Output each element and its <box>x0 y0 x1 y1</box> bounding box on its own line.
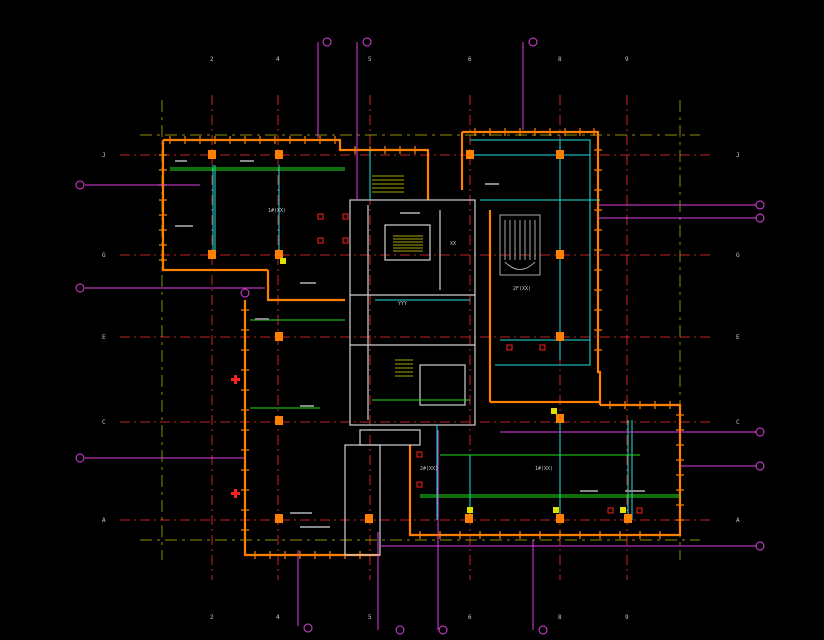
col-label-top: 9 <box>625 56 629 63</box>
room-label: XX <box>450 241 456 247</box>
wall-ticks <box>159 128 684 559</box>
row-label-left: G <box>102 252 106 259</box>
row-label-right: E <box>736 334 740 341</box>
right-stair <box>499 214 541 276</box>
piping <box>212 150 633 520</box>
col-label-top: 5 <box>368 56 372 63</box>
col-label-top: 4 <box>276 56 280 63</box>
row-label-right: J <box>736 152 740 159</box>
callout-bubbles <box>75 37 765 635</box>
col-label-bottom: 9 <box>625 614 629 621</box>
room-label: YYY <box>398 301 407 307</box>
row-label-right: G <box>736 252 740 259</box>
room-label: 2F(XX) <box>513 286 531 292</box>
annotation-text <box>175 160 645 528</box>
row-label-right: A <box>736 517 740 524</box>
room-label: 2#(XX) <box>420 466 438 472</box>
col-label-bottom: 5 <box>368 614 372 621</box>
room-label: 1#(XX) <box>535 466 553 472</box>
col-label-top: 2 <box>210 56 214 63</box>
equipment-markers <box>208 150 632 523</box>
col-label-bottom: 6 <box>468 614 472 621</box>
row-label-left: E <box>102 334 106 341</box>
exterior-walls <box>161 130 682 557</box>
core-walls <box>344 199 476 556</box>
row-label-right: C <box>736 419 740 426</box>
row-label-left: A <box>102 517 106 524</box>
red-cross-markers <box>231 375 240 498</box>
col-label-bottom: 2 <box>210 614 214 621</box>
axis-labels: 2 4 5 6 8 9 2 4 5 6 8 9 J G E C A J G E … <box>102 56 740 621</box>
red-markers <box>317 213 643 514</box>
col-label-bottom: 4 <box>276 614 280 621</box>
row-label-left: J <box>102 152 106 159</box>
room-labels: 1#(XX) YYY 2F(XX) XX 1#(XX) 2#(XX) <box>268 208 553 472</box>
col-label-bottom: 8 <box>558 614 562 621</box>
room-label: 1#(XX) <box>268 208 286 214</box>
row-label-left: C <box>102 419 106 426</box>
callout-lines <box>85 42 756 630</box>
col-label-top: 8 <box>558 56 562 63</box>
stair-treads <box>372 175 423 377</box>
col-label-top: 6 <box>468 56 472 63</box>
